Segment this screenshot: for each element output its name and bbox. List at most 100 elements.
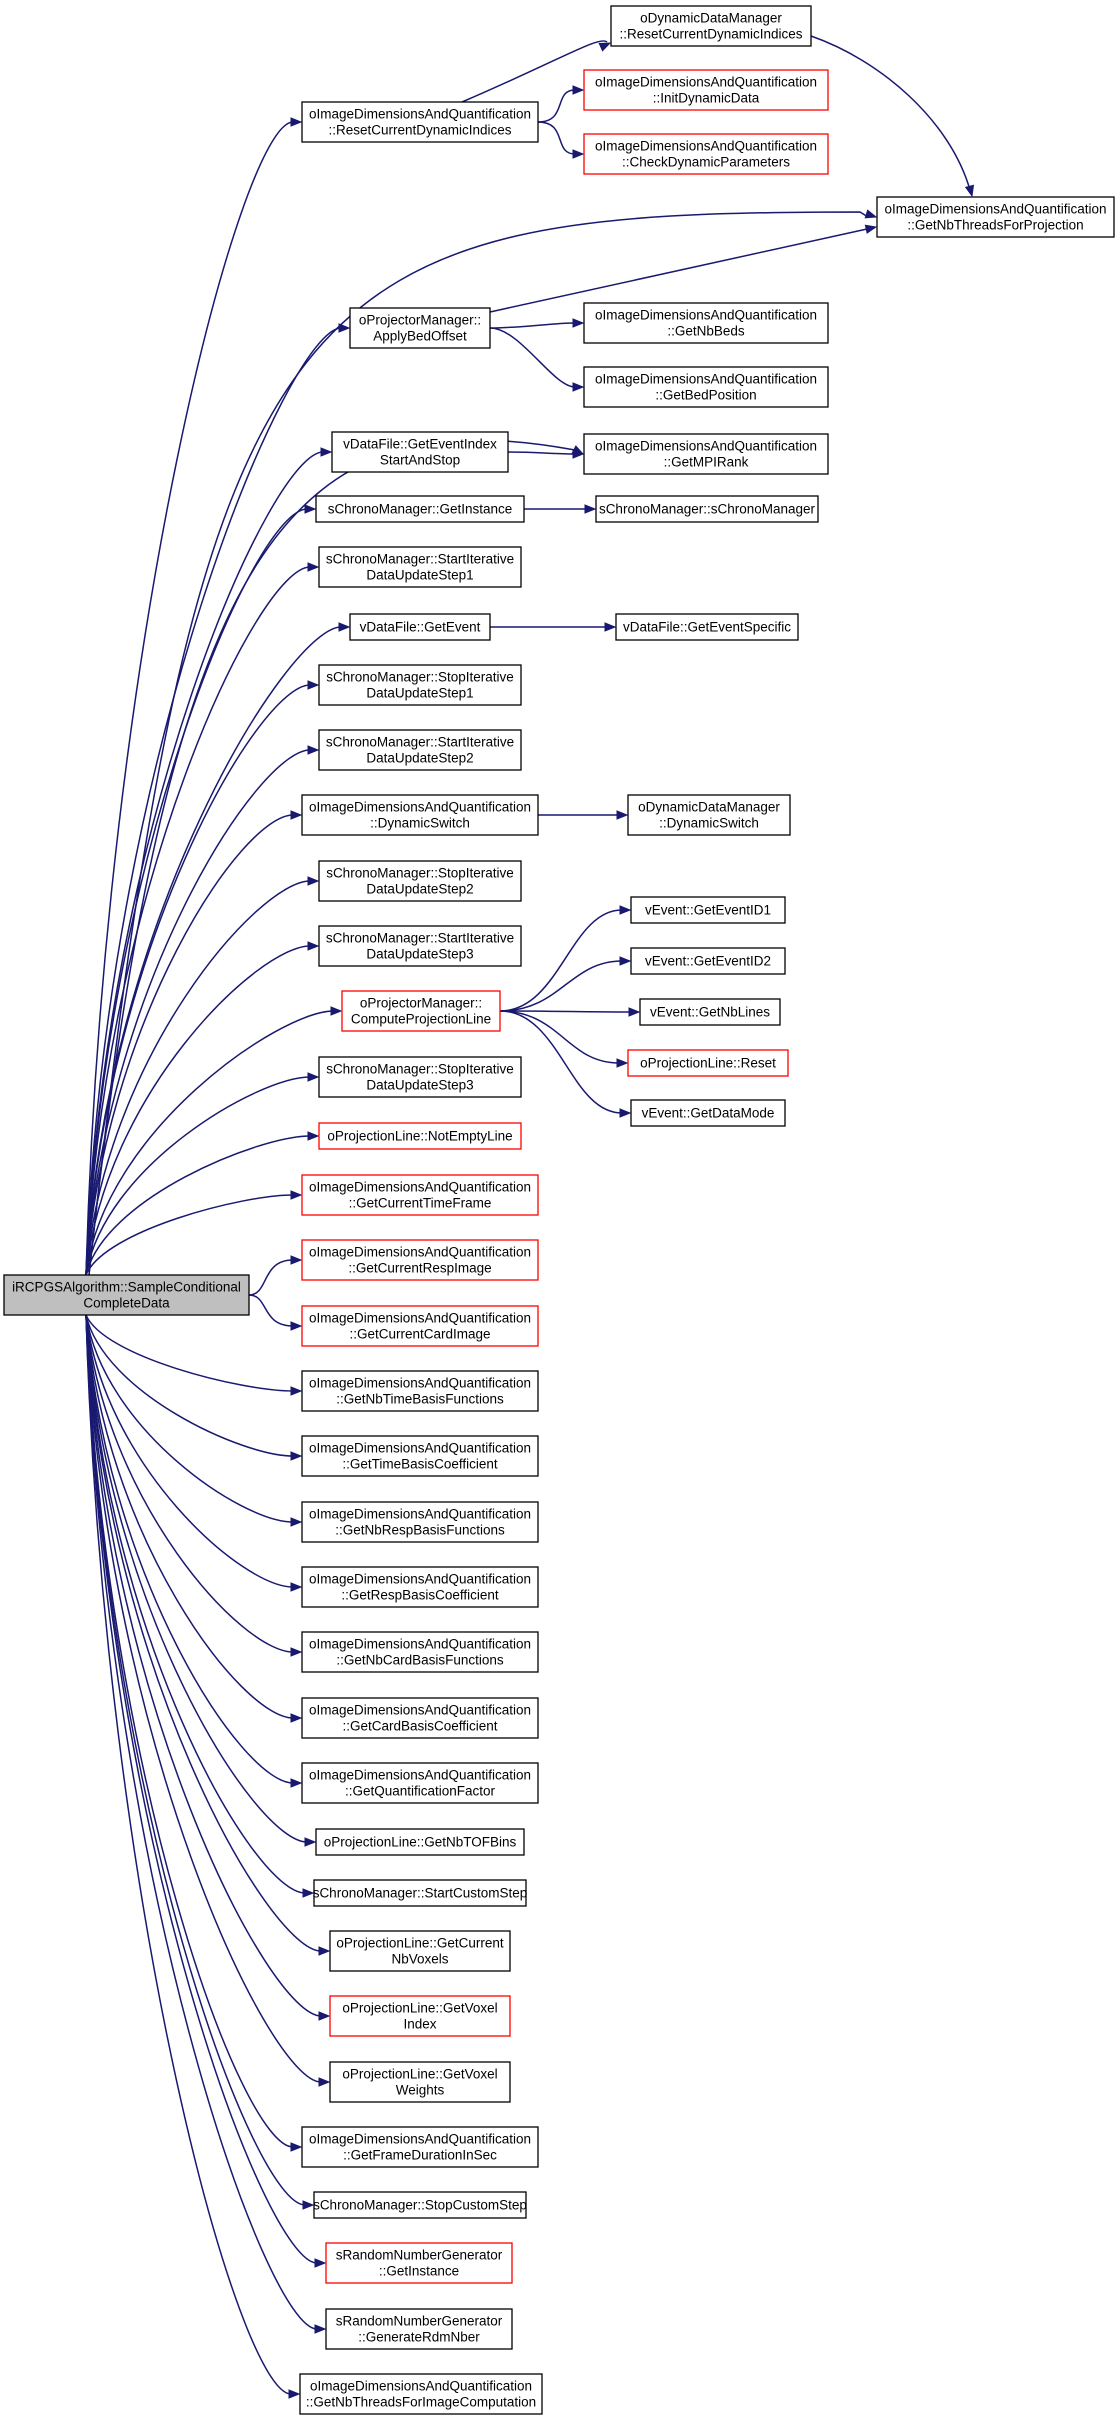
- node-n36[interactable]: oImageDimensionsAndQuantification::GetRe…: [301, 1566, 539, 1608]
- node-n33[interactable]: oImageDimensionsAndQuantification::GetNb…: [301, 1370, 539, 1412]
- node-n25[interactable]: vEvent::GetNbLines: [639, 998, 781, 1026]
- edge-root-to-n13: [85, 562, 320, 1276]
- node-label-line: ::GetNbCardBasisFunctions: [336, 1653, 504, 1668]
- node-n16[interactable]: sChronoManager::StopIterativeDataUpdateS…: [318, 664, 522, 706]
- node-n12[interactable]: sChronoManager::sChronoManager: [595, 495, 819, 523]
- node-n21[interactable]: sChronoManager::StartIterativeDataUpdate…: [318, 925, 522, 967]
- node-label-line: vDataFile::GetEvent: [360, 620, 481, 635]
- node-n35[interactable]: oImageDimensionsAndQuantification::GetNb…: [301, 1501, 539, 1543]
- node-n26[interactable]: oProjectionLine::Reset: [627, 1049, 789, 1077]
- node-label-line: oImageDimensionsAndQuantification: [309, 800, 531, 815]
- node-n41[interactable]: sChronoManager::StartCustomStep: [313, 1879, 528, 1907]
- node-n45[interactable]: oImageDimensionsAndQuantification::GetFr…: [301, 2126, 539, 2168]
- node-box: [630, 947, 786, 975]
- node-label-line: ::ResetCurrentDynamicIndices: [328, 123, 511, 138]
- node-n40[interactable]: oProjectionLine::GetNbTOFBins: [315, 1828, 525, 1856]
- node-n20[interactable]: sChronoManager::StopIterativeDataUpdateS…: [318, 860, 522, 902]
- node-label-line: ComputeProjectionLine: [351, 1012, 491, 1027]
- node-box: [301, 2126, 539, 2168]
- node-n8[interactable]: oImageDimensionsAndQuantification::GetBe…: [583, 366, 829, 408]
- node-n49[interactable]: oImageDimensionsAndQuantification::GetNb…: [299, 2373, 543, 2415]
- node-n19[interactable]: oDynamicDataManager::DynamicSwitch: [627, 794, 791, 836]
- node-box: [595, 495, 819, 523]
- node-n47[interactable]: sRandomNumberGenerator::GetInstance: [325, 2242, 513, 2284]
- node-n38[interactable]: oImageDimensionsAndQuantification::GetCa…: [301, 1697, 539, 1739]
- node-box: [318, 1122, 522, 1150]
- node-n10[interactable]: oImageDimensionsAndQuantification::GetMP…: [583, 433, 829, 475]
- node-n22[interactable]: oProjectorManager::ComputeProjectionLine: [341, 990, 501, 1032]
- node-n48[interactable]: sRandomNumberGenerator::GenerateRdmNber: [325, 2308, 513, 2350]
- node-n13[interactable]: sChronoManager::StartIterativeDataUpdate…: [318, 546, 522, 588]
- edge-root-to-n38: [85, 1314, 303, 1723]
- node-box: [318, 860, 522, 902]
- node-label-line: ::GetRespBasisCoefficient: [341, 1588, 499, 1603]
- node-label-line: oImageDimensionsAndQuantification: [309, 1376, 531, 1391]
- node-label-line: oImageDimensionsAndQuantification: [595, 139, 817, 154]
- node-label-line: StartAndStop: [380, 453, 460, 468]
- node-label-line: sChronoManager::StartCustomStep: [313, 1886, 528, 1901]
- node-box: [639, 998, 781, 1026]
- node-box: [301, 794, 539, 836]
- node-box: [615, 613, 799, 641]
- node-n18[interactable]: oImageDimensionsAndQuantification::Dynam…: [301, 794, 539, 836]
- node-label-line: ::GetNbThreadsForProjection: [907, 218, 1083, 233]
- edge-root-to-n39: [85, 1314, 303, 1788]
- edge-root-to-n36: [85, 1314, 303, 1592]
- node-n30[interactable]: oImageDimensionsAndQuantification::GetCu…: [301, 1174, 539, 1216]
- node-n37[interactable]: oImageDimensionsAndQuantification::GetNb…: [301, 1631, 539, 1673]
- node-n7[interactable]: oImageDimensionsAndQuantification::GetNb…: [583, 302, 829, 344]
- node-label-line: oDynamicDataManager: [640, 11, 782, 26]
- node-box: [325, 2242, 513, 2284]
- edge-n22-to-n24: [499, 956, 632, 1012]
- node-label-line: oProjectionLine::GetCurrent: [336, 1936, 504, 1951]
- node-n17[interactable]: sChronoManager::StartIterativeDataUpdate…: [318, 729, 522, 771]
- node-box: [876, 196, 1115, 238]
- node-n1[interactable]: oImageDimensionsAndQuantification::Reset…: [301, 101, 539, 143]
- node-n24[interactable]: vEvent::GetEventID2: [630, 947, 786, 975]
- node-box: [299, 2373, 543, 2415]
- node-n27[interactable]: vEvent::GetDataMode: [630, 1099, 786, 1127]
- node-label-line: ::GetFrameDurationInSec: [343, 2148, 497, 2163]
- node-label-line: oProjectionLine::NotEmptyLine: [327, 1129, 512, 1144]
- node-n32[interactable]: oImageDimensionsAndQuantification::GetCu…: [301, 1305, 539, 1347]
- node-box: [318, 1056, 522, 1098]
- node-box: [583, 366, 829, 408]
- node-label-line: sChronoManager::sChronoManager: [599, 502, 816, 517]
- node-box: [329, 1995, 511, 2037]
- node-label-line: sChronoManager::StartIterative: [326, 931, 514, 946]
- node-label-line: sRandomNumberGenerator: [336, 2248, 503, 2263]
- edge-root-to-n47: [85, 1314, 327, 2268]
- node-n39[interactable]: oImageDimensionsAndQuantification::GetQu…: [301, 1762, 539, 1804]
- node-n15[interactable]: vDataFile::GetEventSpecific: [615, 613, 799, 641]
- node-n28[interactable]: sChronoManager::StopIterativeDataUpdateS…: [318, 1056, 522, 1098]
- node-label-line: oImageDimensionsAndQuantification: [595, 308, 817, 323]
- node-n29[interactable]: oProjectionLine::NotEmptyLine: [318, 1122, 522, 1150]
- node-n31[interactable]: oImageDimensionsAndQuantification::GetCu…: [301, 1239, 539, 1281]
- node-n23[interactable]: vEvent::GetEventID1: [630, 896, 786, 924]
- node-box: [301, 1435, 539, 1477]
- node-n5[interactable]: oImageDimensionsAndQuantification::GetNb…: [876, 196, 1115, 238]
- node-n34[interactable]: oImageDimensionsAndQuantification::GetTi…: [301, 1435, 539, 1477]
- node-box: [630, 1099, 786, 1127]
- node-n46[interactable]: sChronoManager::StopCustomStep: [313, 2191, 527, 2219]
- node-n2[interactable]: oDynamicDataManager::ResetCurrentDynamic…: [610, 5, 812, 47]
- node-label-line: ::GetInstance: [379, 2264, 459, 2279]
- node-n4[interactable]: oImageDimensionsAndQuantification::Check…: [583, 133, 829, 175]
- node-label-line: oImageDimensionsAndQuantification: [309, 1245, 531, 1260]
- edge-root-to-n30: [85, 1190, 303, 1276]
- node-label-line: CompleteData: [83, 1296, 170, 1311]
- node-label-line: oImageDimensionsAndQuantification: [309, 1507, 531, 1522]
- node-box: [329, 2061, 511, 2103]
- node-n3[interactable]: oImageDimensionsAndQuantification::InitD…: [583, 69, 829, 111]
- node-n11[interactable]: sChronoManager::GetInstance: [315, 495, 525, 523]
- node-n6[interactable]: oProjectorManager::ApplyBedOffset: [349, 307, 491, 349]
- node-n14[interactable]: vDataFile::GetEvent: [349, 613, 491, 641]
- edge-n6-to-n7: [489, 318, 585, 329]
- node-box: [610, 5, 812, 47]
- node-label-line: oImageDimensionsAndQuantification: [595, 439, 817, 454]
- node-root[interactable]: iRCPGSAlgorithm::SampleConditionalComple…: [3, 1274, 250, 1316]
